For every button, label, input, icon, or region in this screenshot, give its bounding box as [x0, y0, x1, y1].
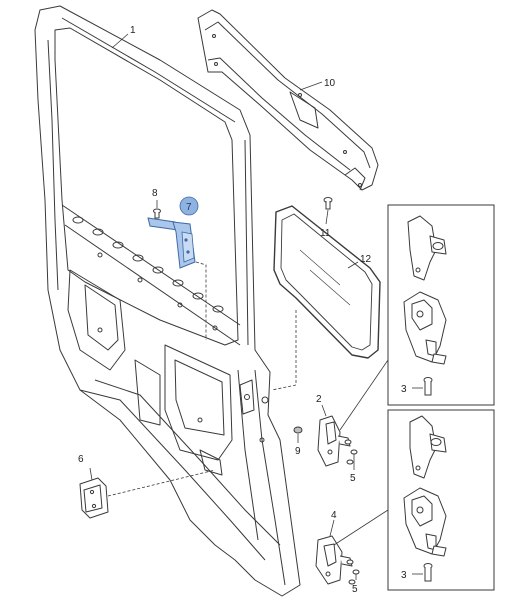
upper-rail-part [197, 9, 379, 191]
detail-leader-upper [339, 359, 389, 431]
callout-2: 2 [316, 394, 322, 405]
dashed-guide-6 [107, 469, 216, 497]
dashed-guide-7 [195, 261, 207, 340]
leader-2 [321, 404, 327, 417]
callout-3a: 3 [401, 384, 407, 395]
door-frame [34, 5, 301, 597]
bolt-part-8 [153, 208, 161, 219]
plate-part-6 [79, 477, 109, 519]
callout-5b: 5 [352, 584, 358, 595]
callout-9: 9 [295, 446, 301, 457]
callout-8: 8 [152, 188, 158, 199]
leader-10 [299, 81, 323, 91]
leader-11 [325, 209, 329, 225]
leader-1 [111, 33, 129, 49]
callout-3b: 3 [401, 570, 407, 581]
detail-box-upper [387, 204, 495, 406]
hinge-2-screws [344, 439, 358, 465]
leader-12 [347, 261, 359, 269]
grommet-part-9 [293, 426, 303, 434]
callout-11: 11 [320, 228, 331, 239]
dashed-guide-12 [271, 310, 297, 391]
highlight-badge-7 [179, 196, 199, 216]
callout-1: 1 [130, 25, 136, 36]
upper-hinge-part-2 [317, 415, 351, 467]
window-glass-part [273, 205, 381, 359]
callout-6: 6 [78, 454, 84, 465]
highlighted-bracket-part-7 [147, 217, 196, 269]
detail-leader-lower [333, 509, 389, 546]
hinge-4-screws [346, 559, 360, 585]
screw-part-11 [323, 197, 333, 210]
leader-6 [89, 467, 93, 481]
callout-5a: 5 [350, 473, 356, 484]
callout-10: 10 [324, 78, 336, 89]
leader-4 [329, 519, 335, 537]
callout-4: 4 [331, 510, 337, 521]
callout-7: 7 [186, 202, 192, 213]
detail-box-lower [387, 409, 495, 591]
callout-12: 12 [360, 254, 372, 265]
lower-hinge-part-4 [315, 535, 353, 585]
